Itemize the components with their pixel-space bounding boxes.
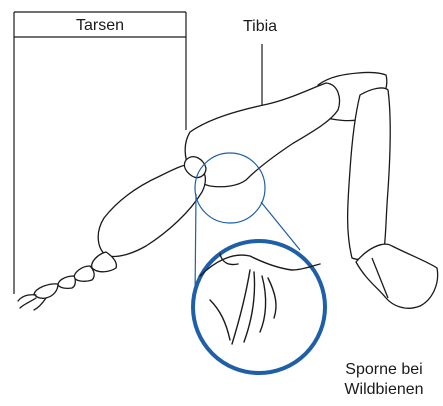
tarsomere-3 — [74, 266, 94, 281]
sporne-label-line2: Wildbienen — [344, 381, 423, 398]
tarsen-label: Tarsen — [76, 17, 124, 34]
tarsen-callout: Tarsen — [14, 12, 186, 294]
coxa-segment — [356, 244, 438, 308]
claw-lower — [20, 298, 36, 308]
magnified-detail — [193, 241, 325, 373]
tarsomere-5 — [34, 284, 58, 298]
tibia-label: Tibia — [243, 18, 277, 35]
claw-pad — [34, 298, 46, 310]
tarsomere-4 — [58, 276, 75, 288]
sporne-label-line1: Sporne bei — [345, 361, 422, 378]
sporne-callout: Sporne bei Wildbienen — [344, 361, 423, 398]
basitarsus-segment — [98, 164, 205, 256]
